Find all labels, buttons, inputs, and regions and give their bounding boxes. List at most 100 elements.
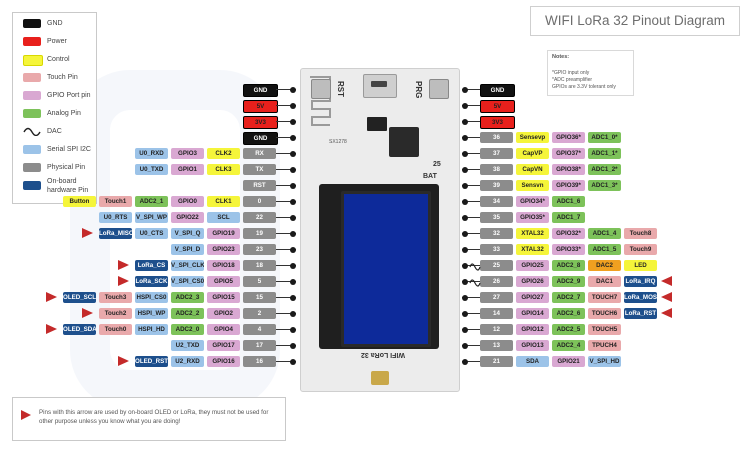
header-pin[interactable] <box>462 119 468 125</box>
header-pin[interactable] <box>462 359 468 365</box>
pin-label-serial: U0_CTS <box>135 228 168 239</box>
header-pin[interactable] <box>290 167 296 173</box>
header-pin[interactable] <box>290 311 296 317</box>
legend-label: Touch Pin <box>47 74 78 81</box>
legend-swatch <box>23 37 41 46</box>
header-pin[interactable] <box>462 183 468 189</box>
bat-label: BAT <box>423 173 437 180</box>
onboard-arrow-icon <box>46 292 57 302</box>
pin-label-gpio: GPIO23 <box>207 244 240 255</box>
pin-label-serial: U2_TXD <box>171 340 204 351</box>
pin-label-analog: ADC1_6 <box>552 196 585 207</box>
pin-label-analog: ADC2_4 <box>552 340 585 351</box>
header-pin[interactable] <box>290 359 296 365</box>
header-pin[interactable] <box>462 247 468 253</box>
header-pin[interactable] <box>290 327 296 333</box>
notes-line: GPIOs are 3.3V tolerant only <box>552 84 616 90</box>
header-pin[interactable] <box>290 279 296 285</box>
pin-label-physical: 4 <box>243 324 276 335</box>
legend-swatch <box>23 163 41 172</box>
prg-button[interactable] <box>429 79 449 99</box>
pin-label-physical: 35 <box>480 212 513 223</box>
top-left-marking: SX1278 <box>329 139 347 145</box>
pin-label-touch: Touch2 <box>99 308 132 319</box>
pin-connector-line <box>276 217 296 218</box>
pin-connector-line <box>276 265 296 266</box>
pin-label-analog: ADC2_9 <box>552 276 585 287</box>
pin-connector-line <box>276 185 296 186</box>
pin-label-analog: ADC1_2* <box>588 164 621 175</box>
pin-label-serial: U0_RTS <box>99 212 132 223</box>
header-pin[interactable] <box>290 343 296 349</box>
header-pin[interactable] <box>290 263 296 269</box>
pin-label-physical: 16 <box>243 356 276 367</box>
pin-label-gpio: GPIO27 <box>516 292 549 303</box>
pin-label-control: CLK3 <box>207 164 240 175</box>
pin-label-physical: RST <box>243 180 276 191</box>
pin-connector-line <box>276 345 296 346</box>
usb-port-icon <box>371 81 387 87</box>
pin-label-gpio: GPIO26 <box>516 276 549 287</box>
header-pin[interactable] <box>290 231 296 237</box>
header-pin[interactable] <box>462 231 468 237</box>
header-pin[interactable] <box>462 279 468 285</box>
pin-label-control: CapVN <box>516 164 549 175</box>
pin-label-gpio: GPIO18 <box>207 260 240 271</box>
header-pin[interactable] <box>462 263 468 269</box>
header-pin[interactable] <box>462 311 468 317</box>
notes-line: *ADC preamplifier <box>552 77 593 83</box>
pin-connector-line <box>276 313 296 314</box>
header-pin[interactable] <box>462 215 468 221</box>
notes-heading: Notes: <box>552 54 570 60</box>
pin-label-analog: ADC2_3 <box>171 292 204 303</box>
pin-label-analog: ADC2_5 <box>552 324 585 335</box>
header-pin[interactable] <box>290 135 296 141</box>
pin-label-physical: 25 <box>480 260 513 271</box>
header-pin[interactable] <box>462 295 468 301</box>
pin-label-touch: TOUCH5 <box>588 324 621 335</box>
header-pin[interactable] <box>462 151 468 157</box>
pin-label-onboard: LoRa_IRQ <box>624 276 657 287</box>
header-pin[interactable] <box>290 183 296 189</box>
pin-connector-line <box>462 233 480 234</box>
notes-line: *GPIO input only <box>552 70 590 76</box>
legend-label: DAC <box>47 128 62 135</box>
header-pin[interactable] <box>462 327 468 333</box>
header-pin[interactable] <box>290 215 296 221</box>
legend-swatch <box>23 73 41 82</box>
pin-label-physical: 14 <box>480 308 513 319</box>
header-pin[interactable] <box>290 247 296 253</box>
pin-label-analog: ADC1_0* <box>588 132 621 143</box>
pin-connector-line <box>462 121 480 122</box>
pin-connector-line <box>462 361 480 362</box>
header-pin[interactable] <box>290 151 296 157</box>
header-pin[interactable] <box>462 343 468 349</box>
pin-label-serial: V_SPI_Q <box>171 228 204 239</box>
header-pin[interactable] <box>290 103 296 109</box>
header-pin[interactable] <box>462 87 468 93</box>
header-pin[interactable] <box>462 199 468 205</box>
pin-label-physical: 23 <box>243 244 276 255</box>
header-pin[interactable] <box>462 103 468 109</box>
pin-label-touch: DAC1 <box>588 276 621 287</box>
header-pin[interactable] <box>290 199 296 205</box>
pin-label-gnd: GND <box>480 84 515 97</box>
prg-label: PRG <box>414 81 423 99</box>
pin-connector-line <box>462 201 480 202</box>
pin-label-touch: Touch9 <box>624 244 657 255</box>
header-pin[interactable] <box>290 87 296 93</box>
pin-label-gpio: GPIO14 <box>516 308 549 319</box>
dac-wave-icon <box>469 279 481 287</box>
pin-connector-line <box>462 89 480 90</box>
header-pin[interactable] <box>462 135 468 141</box>
board-model-label: WIFI LoRa 32 <box>361 351 405 358</box>
header-pin[interactable] <box>290 119 296 125</box>
pin-label-physical: TX <box>243 164 276 175</box>
header-pin[interactable] <box>290 295 296 301</box>
header-pin[interactable] <box>462 167 468 173</box>
pin-label-onboard: LoRa_SCK <box>135 276 168 287</box>
rst-button[interactable] <box>311 79 331 99</box>
pin-label-physical: 15 <box>243 292 276 303</box>
pin-label-onboard: LoRa_MISO <box>99 228 132 239</box>
